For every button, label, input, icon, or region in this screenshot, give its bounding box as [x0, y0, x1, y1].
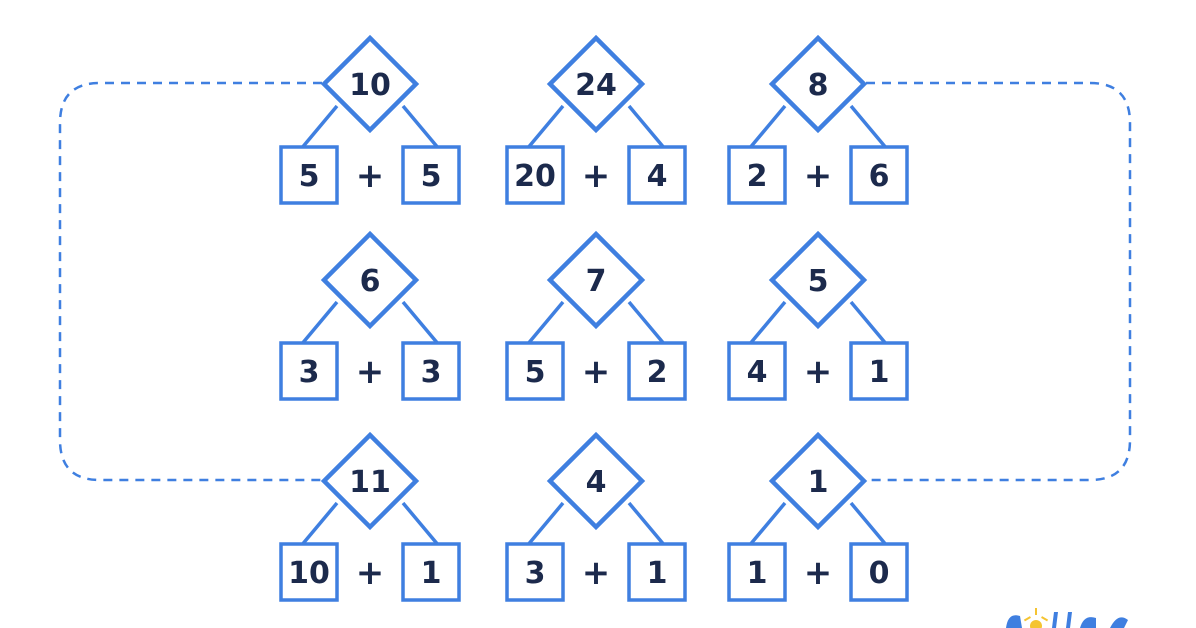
right-part-value: 1: [869, 355, 890, 390]
whole-diamond: [320, 34, 420, 134]
left-part-value: 4: [747, 355, 768, 390]
number-bond: 4 3 +1: [505, 431, 687, 602]
whole-diamond: [320, 431, 420, 531]
right-part-value: 5: [421, 159, 442, 194]
right-branch-line: [849, 501, 889, 548]
plus-sign: +: [582, 553, 611, 593]
left-part-value: 1: [747, 556, 768, 591]
right-part-box: [627, 341, 687, 401]
left-part-box: [279, 145, 339, 205]
right-branch-line: [849, 300, 889, 347]
left-part-box: [727, 542, 787, 602]
right-part-value: 2: [647, 355, 668, 390]
left-part-value: 3: [525, 556, 546, 591]
number-bond: 24 20 +4: [505, 34, 687, 205]
right-branch-line: [849, 104, 889, 151]
left-branch-line: [525, 300, 565, 347]
plus-sign: +: [582, 352, 611, 392]
right-part-box: [849, 542, 909, 602]
whole-value: 10: [349, 68, 391, 103]
right-part-value: 6: [869, 159, 890, 194]
right-branch-line: [401, 104, 441, 151]
right-part-box: [401, 542, 461, 602]
right-part-box: [849, 145, 909, 205]
right-branch-line: [627, 300, 667, 347]
left-part-box: [279, 542, 339, 602]
number-bond: 6 3 +3: [279, 230, 461, 401]
right-part-value: 1: [647, 556, 668, 591]
left-part-box: [727, 145, 787, 205]
right-part-value: 0: [869, 556, 890, 591]
number-bond: 7 5 +2: [505, 230, 687, 401]
number-bond: 10 5 +5: [279, 34, 461, 205]
bonds-grid: 105+52420+482+663+375+254+11110+143+111+…: [279, 34, 909, 602]
whole-value: 24: [575, 68, 617, 103]
dashed-connector-loop: [58, 81, 1132, 482]
sun-logo-icon: [1006, 608, 1128, 628]
whole-diamond: [546, 431, 646, 531]
number-bond: 11 10 +1: [279, 431, 461, 602]
whole-diamond: [768, 431, 868, 531]
right-part-box: [849, 341, 909, 401]
right-part-value: 1: [421, 556, 442, 591]
whole-value: 8: [808, 68, 829, 103]
right-part-box: [627, 542, 687, 602]
number-bond: 1 1 +0: [727, 431, 909, 602]
right-branch-line: [627, 104, 667, 151]
right-part-box: [627, 145, 687, 205]
whole-diamond: [768, 230, 868, 330]
left-part-box: [505, 145, 565, 205]
number-bond: 8 2 +6: [727, 34, 909, 205]
left-part-value: 5: [525, 355, 546, 390]
plus-sign: +: [582, 156, 611, 196]
right-part-box: [401, 145, 461, 205]
plus-sign: +: [804, 553, 833, 593]
whole-value: 4: [586, 465, 607, 500]
whole-diamond: [320, 230, 420, 330]
right-branch-line: [401, 501, 441, 548]
right-part-box: [401, 341, 461, 401]
left-part-box: [505, 542, 565, 602]
left-part-value: 10: [288, 556, 330, 591]
left-part-box: [727, 341, 787, 401]
plus-sign: +: [804, 156, 833, 196]
whole-value: 11: [349, 465, 391, 500]
whole-value: 7: [586, 264, 607, 299]
left-part-value: 3: [299, 355, 320, 390]
plus-sign: +: [804, 352, 833, 392]
left-branch-line: [747, 300, 787, 347]
plus-sign: +: [356, 352, 385, 392]
number-bond: 5 4 +1: [727, 230, 909, 401]
whole-value: 1: [808, 465, 829, 500]
left-branch-line: [299, 501, 339, 548]
left-branch-line: [525, 501, 565, 548]
whole-diamond: [768, 34, 868, 134]
left-part-value: 2: [747, 159, 768, 194]
whole-value: 6: [360, 264, 381, 299]
right-branch-line: [401, 300, 441, 347]
left-part-value: 20: [514, 159, 556, 194]
left-part-box: [279, 341, 339, 401]
whole-diamond: [546, 230, 646, 330]
left-branch-line: [299, 300, 339, 347]
left-part-box: [505, 341, 565, 401]
left-part-value: 5: [299, 159, 320, 194]
left-branch-line: [747, 501, 787, 548]
plus-sign: +: [356, 156, 385, 196]
whole-value: 5: [808, 264, 829, 299]
left-branch-line: [747, 104, 787, 151]
whole-diamond: [546, 34, 646, 134]
left-branch-line: [525, 104, 565, 151]
left-branch-line: [299, 104, 339, 151]
right-branch-line: [627, 501, 667, 548]
right-part-value: 3: [421, 355, 442, 390]
plus-sign: +: [356, 553, 385, 593]
right-part-value: 4: [647, 159, 668, 194]
